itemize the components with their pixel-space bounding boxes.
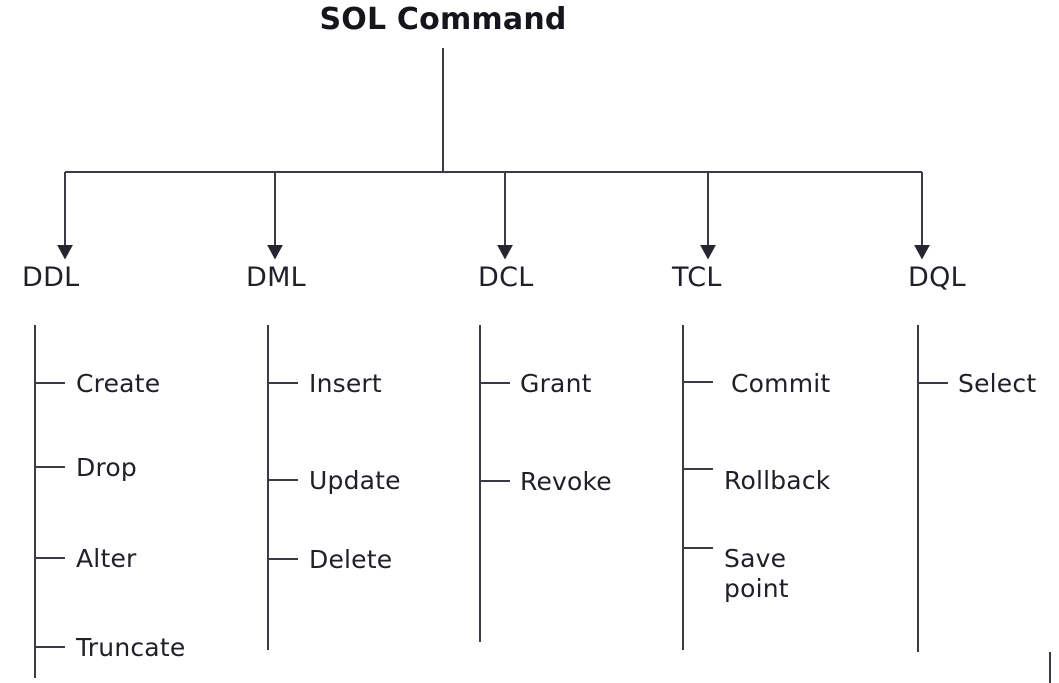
leaf-label-tcl-2[interactable]: Save point xyxy=(724,544,789,603)
leaf-label-ddl-1[interactable]: Drop xyxy=(76,453,137,482)
leaf-label-dml-0[interactable]: Insert xyxy=(309,369,382,398)
leaf-label-dcl-0[interactable]: Grant xyxy=(520,369,592,398)
leaf-label-dcl-1[interactable]: Revoke xyxy=(520,467,612,496)
leaf-label-dql-0[interactable]: Select xyxy=(958,369,1037,398)
leaf-label-ddl-3[interactable]: Truncate xyxy=(76,633,186,662)
category-label-ddl[interactable]: DDL xyxy=(22,262,80,293)
category-label-dml[interactable]: DML xyxy=(246,262,307,293)
leaf-label-ddl-2[interactable]: Alter xyxy=(76,544,137,573)
category-label-dcl[interactable]: DCL xyxy=(478,262,534,293)
page-title: SOL Command xyxy=(319,2,567,37)
leaf-label-tcl-0[interactable]: Commit xyxy=(731,369,831,398)
leaf-label-dml-2[interactable]: Delete xyxy=(309,545,393,574)
leaf-label-ddl-0[interactable]: Create xyxy=(76,369,161,398)
leaf-label-dml-1[interactable]: Update xyxy=(309,466,401,495)
category-label-tcl[interactable]: TCL xyxy=(672,262,722,293)
leaf-label-tcl-1[interactable]: Rollback xyxy=(724,466,831,495)
wire-group xyxy=(33,48,1052,683)
category-label-dql[interactable]: DQL xyxy=(908,262,966,293)
